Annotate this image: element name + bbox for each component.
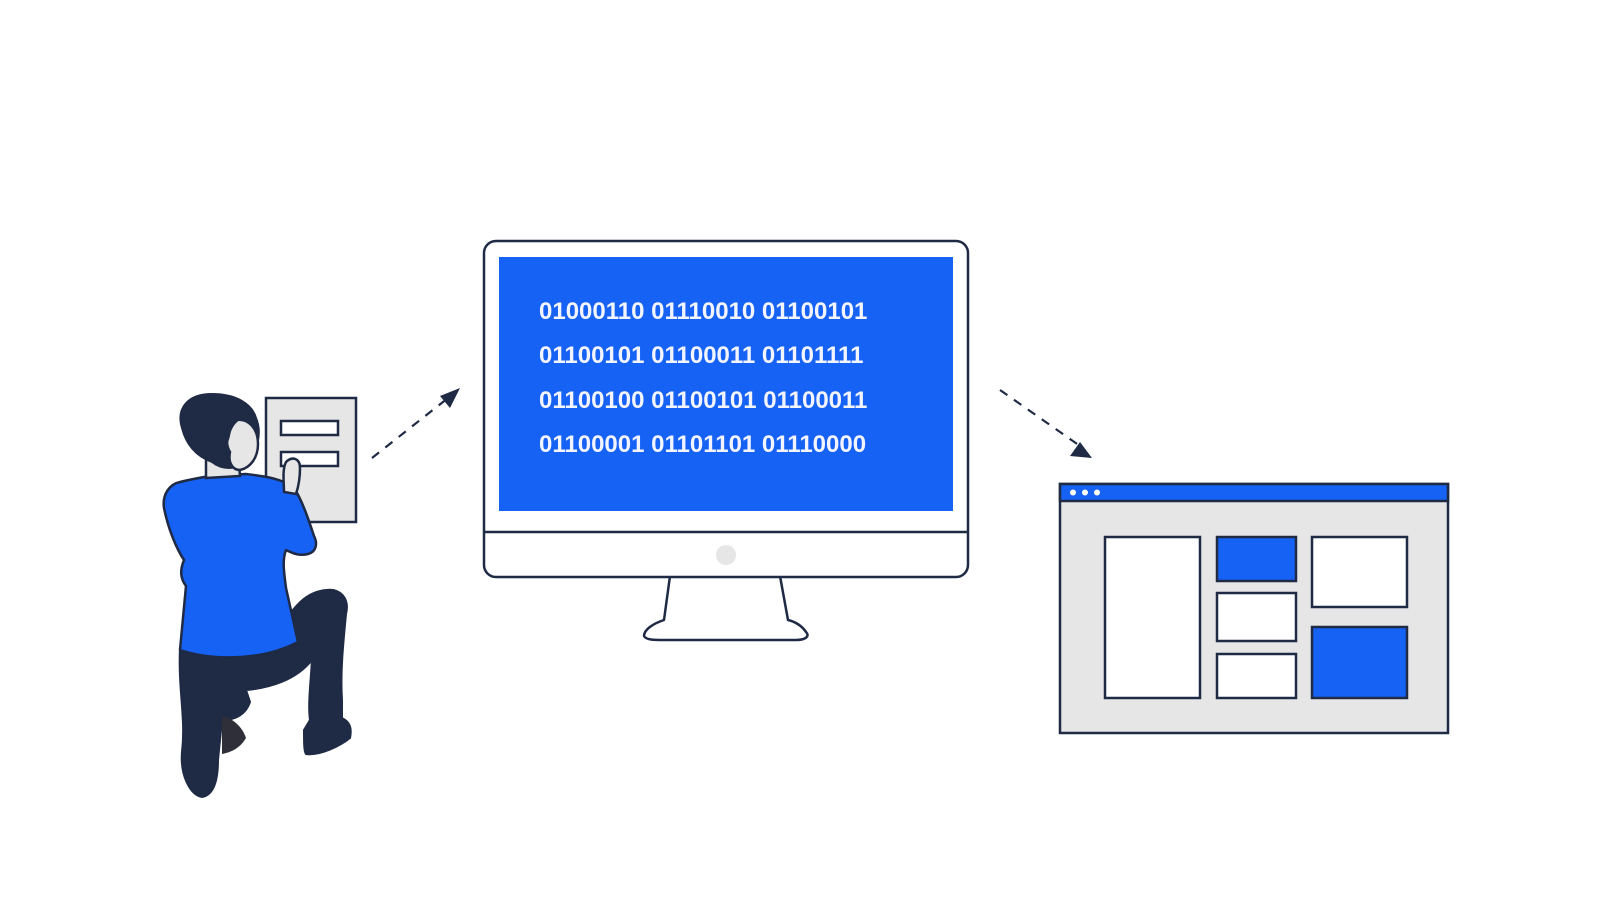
person-hair (180, 394, 251, 458)
person-knee-shade (222, 716, 246, 754)
browser-titlebar (1058, 482, 1450, 503)
person-kneeling-icon (162, 392, 358, 799)
browser-dot-2 (1082, 489, 1088, 496)
browser-dot-1 (1070, 489, 1076, 496)
browser-panel-blue-right (1310, 625, 1409, 700)
binary-line-4: 01100001 01101101 01110000 (539, 431, 866, 458)
person-shirt (162, 472, 318, 659)
browser-window-icon (1058, 482, 1450, 735)
browser-panel-mid (1215, 591, 1298, 643)
dashed-arrow-down-right-icon (999, 389, 1092, 458)
monitor-screen (499, 257, 953, 511)
binary-line-3: 01100100 01100101 01100011 (539, 387, 867, 414)
monitor-stand (642, 574, 809, 642)
browser-panel-right-top (1310, 535, 1409, 609)
browser-panel-bottom (1215, 652, 1298, 700)
binary-line-1: 01000110 01110010 01100101 (539, 298, 867, 325)
browser-panel-tall (1103, 535, 1202, 700)
binary-line-2: 01100101 01100011 01101111 (539, 342, 863, 369)
person-hand (282, 457, 302, 496)
browser-dot-3 (1094, 489, 1100, 496)
dashed-arrow-up-right-icon (371, 388, 460, 459)
form-field-1 (279, 419, 340, 437)
browser-panel-blue-top (1215, 535, 1298, 583)
person-legs (178, 588, 352, 799)
monitor-power-button (716, 545, 736, 565)
desktop-monitor-icon: 01000110 01110010 01100101 01100101 0110… (482, 239, 970, 642)
